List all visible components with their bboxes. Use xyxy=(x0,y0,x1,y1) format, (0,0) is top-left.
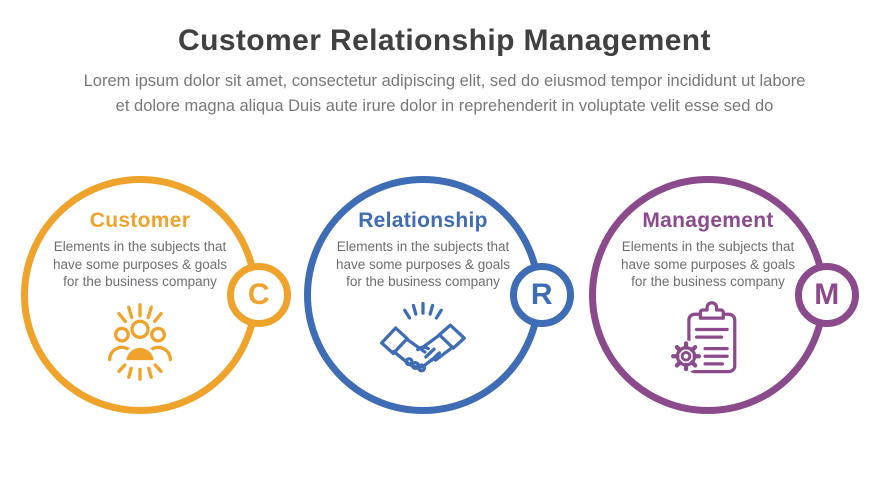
customer-desc-line: for the business company xyxy=(63,274,217,289)
customer-icon-wrap xyxy=(92,297,188,389)
management-icon-wrap xyxy=(660,297,756,389)
subtitle-line-1: Lorem ipsum dolor sit amet, consectetur … xyxy=(83,72,806,90)
management-desc-line: Elements in the subjects that xyxy=(621,239,795,254)
management-section-title: Management xyxy=(642,209,774,232)
relationship-description: Elements in the subjects that have some … xyxy=(304,238,542,291)
people-group-icon xyxy=(108,303,172,381)
customer-badge: C xyxy=(227,263,291,327)
relationship-badge-letter: R xyxy=(530,278,554,311)
management-badge: M xyxy=(795,263,859,327)
customer-description: Elements in the subjects that have some … xyxy=(21,238,259,291)
management-description: Elements in the subjects that have some … xyxy=(589,238,827,291)
clipboard-gear-icon xyxy=(670,301,737,374)
section-card-management: M Management Elements in the subjects th… xyxy=(589,176,859,414)
subtitle-line-2: et dolore magna aliqua Duis aute irure d… xyxy=(115,97,774,115)
relationship-badge: R xyxy=(510,263,574,327)
handshake-icon xyxy=(380,301,466,373)
customer-section-title: Customer xyxy=(89,209,191,232)
page-title: Customer Relationship Management xyxy=(178,24,711,57)
relationship-desc-line: Elements in the subjects that xyxy=(336,239,510,254)
customer-desc-line: have some purposes & goals xyxy=(52,256,228,272)
customer-badge-letter: C xyxy=(247,278,271,311)
relationship-icon-wrap xyxy=(375,297,471,389)
management-desc-line: for the business company xyxy=(631,274,785,289)
relationship-section-title: Relationship xyxy=(358,209,488,232)
management-desc-line: have some purposes & goals xyxy=(620,256,796,272)
relationship-desc-line: for the business company xyxy=(346,274,500,289)
page-subtitle: Lorem ipsum dolor sit amet, consectetur … xyxy=(0,69,889,119)
relationship-desc-line: have some purposes & goals xyxy=(335,256,511,272)
customer-desc-line: Elements in the subjects that xyxy=(53,239,227,254)
section-card-relationship: R Relationship Elements in the subjects … xyxy=(304,176,574,414)
management-badge-letter: M xyxy=(814,278,840,311)
section-card-customer: C Customer Elements in the subjects that… xyxy=(21,176,291,414)
